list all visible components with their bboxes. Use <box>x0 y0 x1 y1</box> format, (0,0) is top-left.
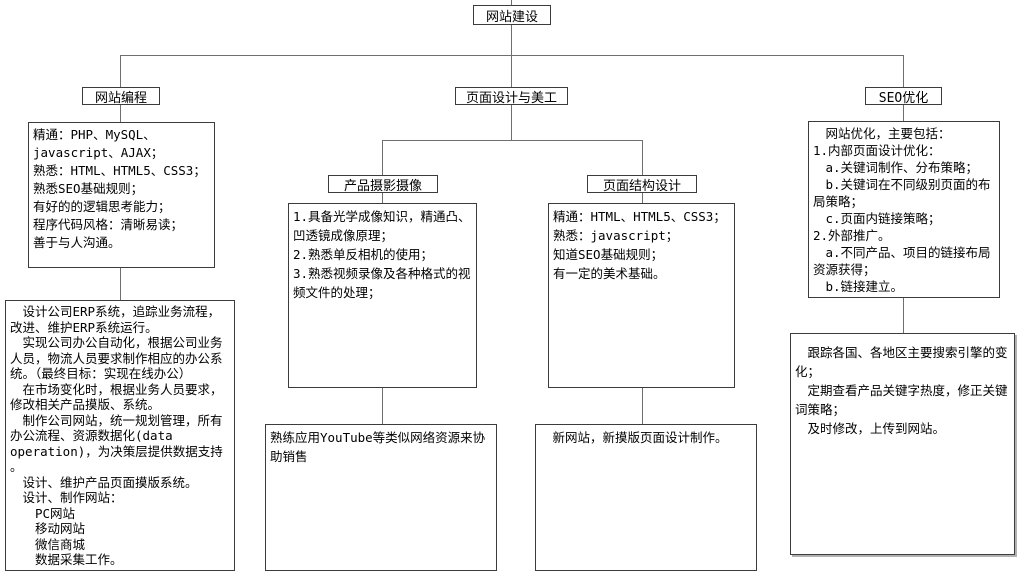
connector-structure-duties <box>642 388 643 424</box>
connector-root-top <box>511 0 512 5</box>
structure-skills-box: 精通：HTML、HTML5、CSS3； 熟悉：javascript； 知道SEO… <box>548 203 735 388</box>
structure-duties-box: 新网站，新摸版页面设计制作。 <box>535 424 757 571</box>
node-design-title: 页面设计与美工 <box>455 87 568 106</box>
programming-duties-box: 设计公司ERP系统，追踪业务流程， 改进、维护ERP系统运行。 实现公司办公自动… <box>5 300 235 571</box>
connector-structure-skills <box>642 193 643 203</box>
node-root: 网站建设 <box>473 5 551 25</box>
seo-skills-box: 网站优化，主要包括： 1.内部页面设计优化： a.关键词制作、分布策略； b.关… <box>808 121 1000 298</box>
connector-design-down <box>511 105 512 140</box>
node-structure-title: 页面结构设计 <box>587 175 697 194</box>
connector-to-seo <box>903 55 904 87</box>
connector-programming-duties <box>120 268 121 300</box>
node-programming-title: 网站编程 <box>82 87 160 106</box>
seo-duties-box: 跟踪各国、各地区主要搜索引擎的变 化； 定期查看产品关键字热度，修正关键 词策略… <box>790 333 1015 555</box>
connector-photography-duties <box>382 388 383 424</box>
photography-duties-box: 熟练应用YouTube等类似网络资源来协 助销售 <box>265 424 497 571</box>
connector-to-photography <box>382 140 383 175</box>
photography-skills-box: 1.具备光学成像知识，精通凸、 凹透镜成像原理； 2.熟悉单反相机的使用； 3.… <box>288 203 477 388</box>
connector-seo-duties <box>903 298 904 333</box>
connector-to-programming <box>120 55 121 87</box>
connector-root-to-design <box>511 25 512 87</box>
connector-to-structure <box>642 140 643 175</box>
programming-skills-box: 精通：PHP、MySQL、 javascript、AJAX； 熟悉：HTML、H… <box>28 122 215 268</box>
node-photography-title: 产品摄影摄像 <box>328 175 438 194</box>
connector-design-horizontal <box>382 140 643 141</box>
connector-photography-skills <box>382 193 383 203</box>
connector-seo-skills <box>903 105 904 121</box>
node-seo-title: SEO优化 <box>865 87 942 106</box>
connector-main-horizontal <box>120 55 904 56</box>
connector-programming-skills <box>120 105 121 122</box>
